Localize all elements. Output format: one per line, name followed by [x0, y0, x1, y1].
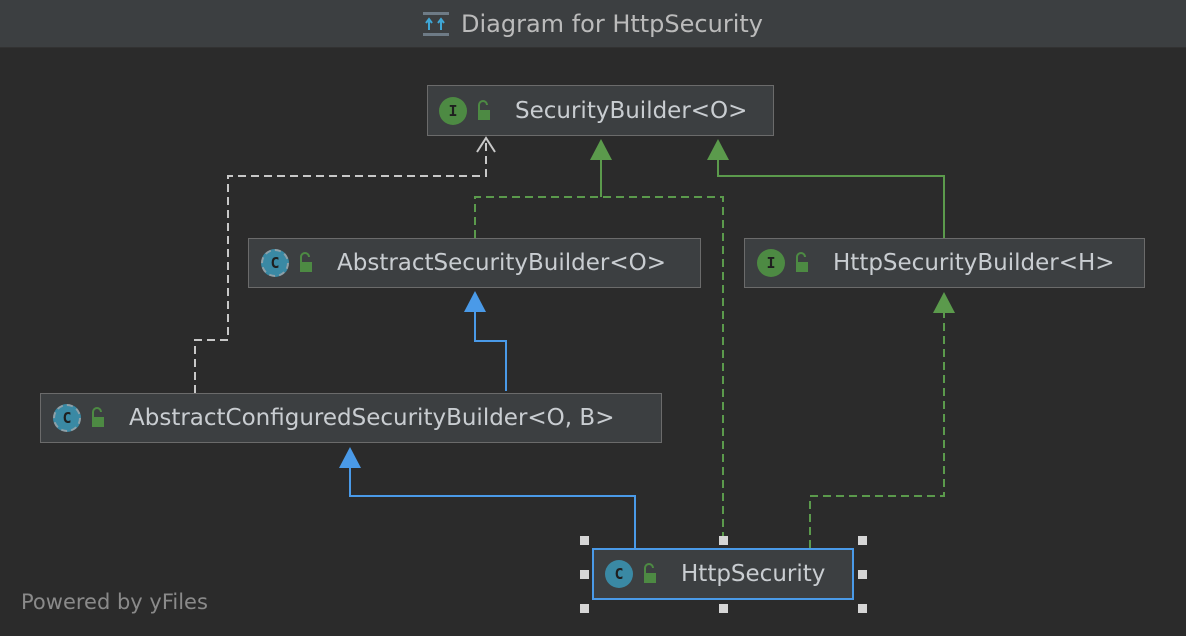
edge-implements-hs-to-hsb: [809, 292, 955, 548]
selection-handle-middle-left[interactable]: [580, 570, 589, 579]
node-http-security[interactable]: C HttpSecurity: [592, 548, 854, 600]
public-lock-icon: [300, 252, 312, 272]
abstract-class-icon: C: [53, 404, 81, 432]
node-abstract-configured-security-builder[interactable]: C AbstractConfiguredSecurityBuilder<O, B…: [40, 393, 662, 443]
selection-handle-top-left[interactable]: [580, 536, 589, 545]
public-lock-icon: [644, 563, 656, 583]
abstract-class-icon: C: [261, 249, 289, 277]
class-icon: C: [605, 560, 633, 588]
node-label: SecurityBuilder<O>: [515, 97, 748, 124]
selection-handle-middle-right[interactable]: [858, 570, 867, 579]
selection-handle-bottom-middle[interactable]: [719, 604, 728, 613]
edge-extends-hs-to-acsb: [339, 447, 636, 548]
public-lock-icon: [92, 407, 104, 427]
edge-implements-asb-and-hs-to-sb: [474, 139, 724, 540]
selection-handle-bottom-right[interactable]: [858, 604, 867, 613]
node-label: HttpSecurityBuilder<H>: [833, 250, 1115, 276]
node-label: AbstractConfiguredSecurityBuilder<O, B>: [129, 405, 615, 431]
edge-extends-acsb-to-asb: [464, 291, 507, 391]
diagram-icon: [423, 11, 450, 36]
public-lock-icon: [796, 252, 808, 272]
selection-handle-top-middle[interactable]: [719, 536, 728, 545]
selection-handle-bottom-left[interactable]: [580, 604, 589, 613]
diagram-edges: [194, 136, 955, 548]
public-lock-icon: [478, 99, 490, 120]
powered-by-label: Powered by yFiles: [21, 590, 208, 614]
node-abstract-security-builder[interactable]: C AbstractSecurityBuilder<O>: [248, 238, 701, 288]
node-http-security-builder[interactable]: I HttpSecurityBuilder<H>: [744, 238, 1145, 288]
selection-handle-top-right[interactable]: [858, 536, 867, 545]
edge-dependency-acsb-to-sb: [194, 136, 496, 393]
node-security-builder[interactable]: I SecurityBuilder<O>: [427, 85, 774, 136]
window-title: Diagram for HttpSecurity: [461, 9, 763, 38]
node-label: AbstractSecurityBuilder<O>: [337, 250, 666, 276]
interface-icon: I: [439, 96, 467, 125]
interface-icon: I: [757, 249, 785, 277]
window-title-bar: Diagram for HttpSecurity: [0, 0, 1186, 48]
diagram-canvas[interactable]: I SecurityBuilder<O> C AbstractSecurityB…: [0, 48, 1186, 636]
node-label: HttpSecurity: [681, 561, 826, 587]
edge-extends-hsb-to-sb: [707, 139, 945, 238]
